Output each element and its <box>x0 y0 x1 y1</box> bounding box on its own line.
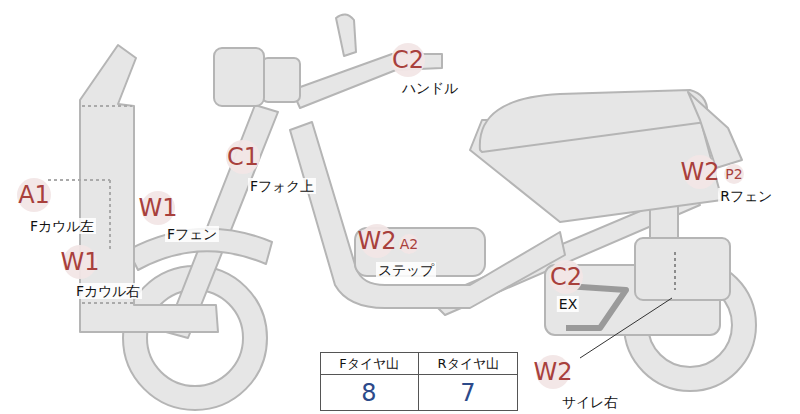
part-label: Fカウル左 <box>28 218 96 234</box>
part-label: EX <box>557 296 579 312</box>
table-rule <box>418 353 419 411</box>
table-frame <box>321 353 518 411</box>
part-label: Fフェン <box>165 226 219 242</box>
cowl-dotted-line <box>109 180 111 250</box>
headlight <box>214 48 264 106</box>
callout-code: W2 <box>360 224 394 258</box>
callout-code: A2 <box>399 234 419 254</box>
callout-code: C2 <box>391 43 425 77</box>
table-value: 7 <box>460 381 475 405</box>
leader-line-dashed <box>675 252 676 290</box>
floor-frame <box>290 122 565 308</box>
muffler <box>635 238 730 300</box>
callout-code: C2 <box>549 260 583 294</box>
part-label: Fフォク上 <box>248 178 316 194</box>
part-label: Fカウル右 <box>74 283 142 299</box>
callout-code: W1 <box>141 191 175 225</box>
part-label: サイレ右 <box>560 394 620 410</box>
callout-code: A1 <box>17 178 51 212</box>
callout-code: W2 <box>683 155 717 189</box>
callout-code: W1 <box>63 245 97 279</box>
mirror <box>336 14 356 56</box>
part-label: ハンドル <box>400 80 460 96</box>
callout-code: P2 <box>724 164 744 184</box>
table-header: Fタイヤ山 <box>339 357 398 370</box>
cowl-dotted-line <box>48 179 110 181</box>
table-header: Rタイヤ山 <box>437 357 498 370</box>
part-label: ステップ <box>376 262 436 278</box>
table-value: 8 <box>361 381 376 405</box>
leader-line <box>580 298 672 358</box>
callout-code: W2 <box>536 355 570 389</box>
cowl-dotted-line <box>82 302 134 304</box>
callout-code: C1 <box>226 140 260 174</box>
head-housing <box>262 58 300 102</box>
part-label: Rフェン <box>718 188 774 204</box>
seat <box>480 90 707 152</box>
cowl-dotted-line <box>82 105 132 107</box>
front-fork <box>166 105 278 338</box>
